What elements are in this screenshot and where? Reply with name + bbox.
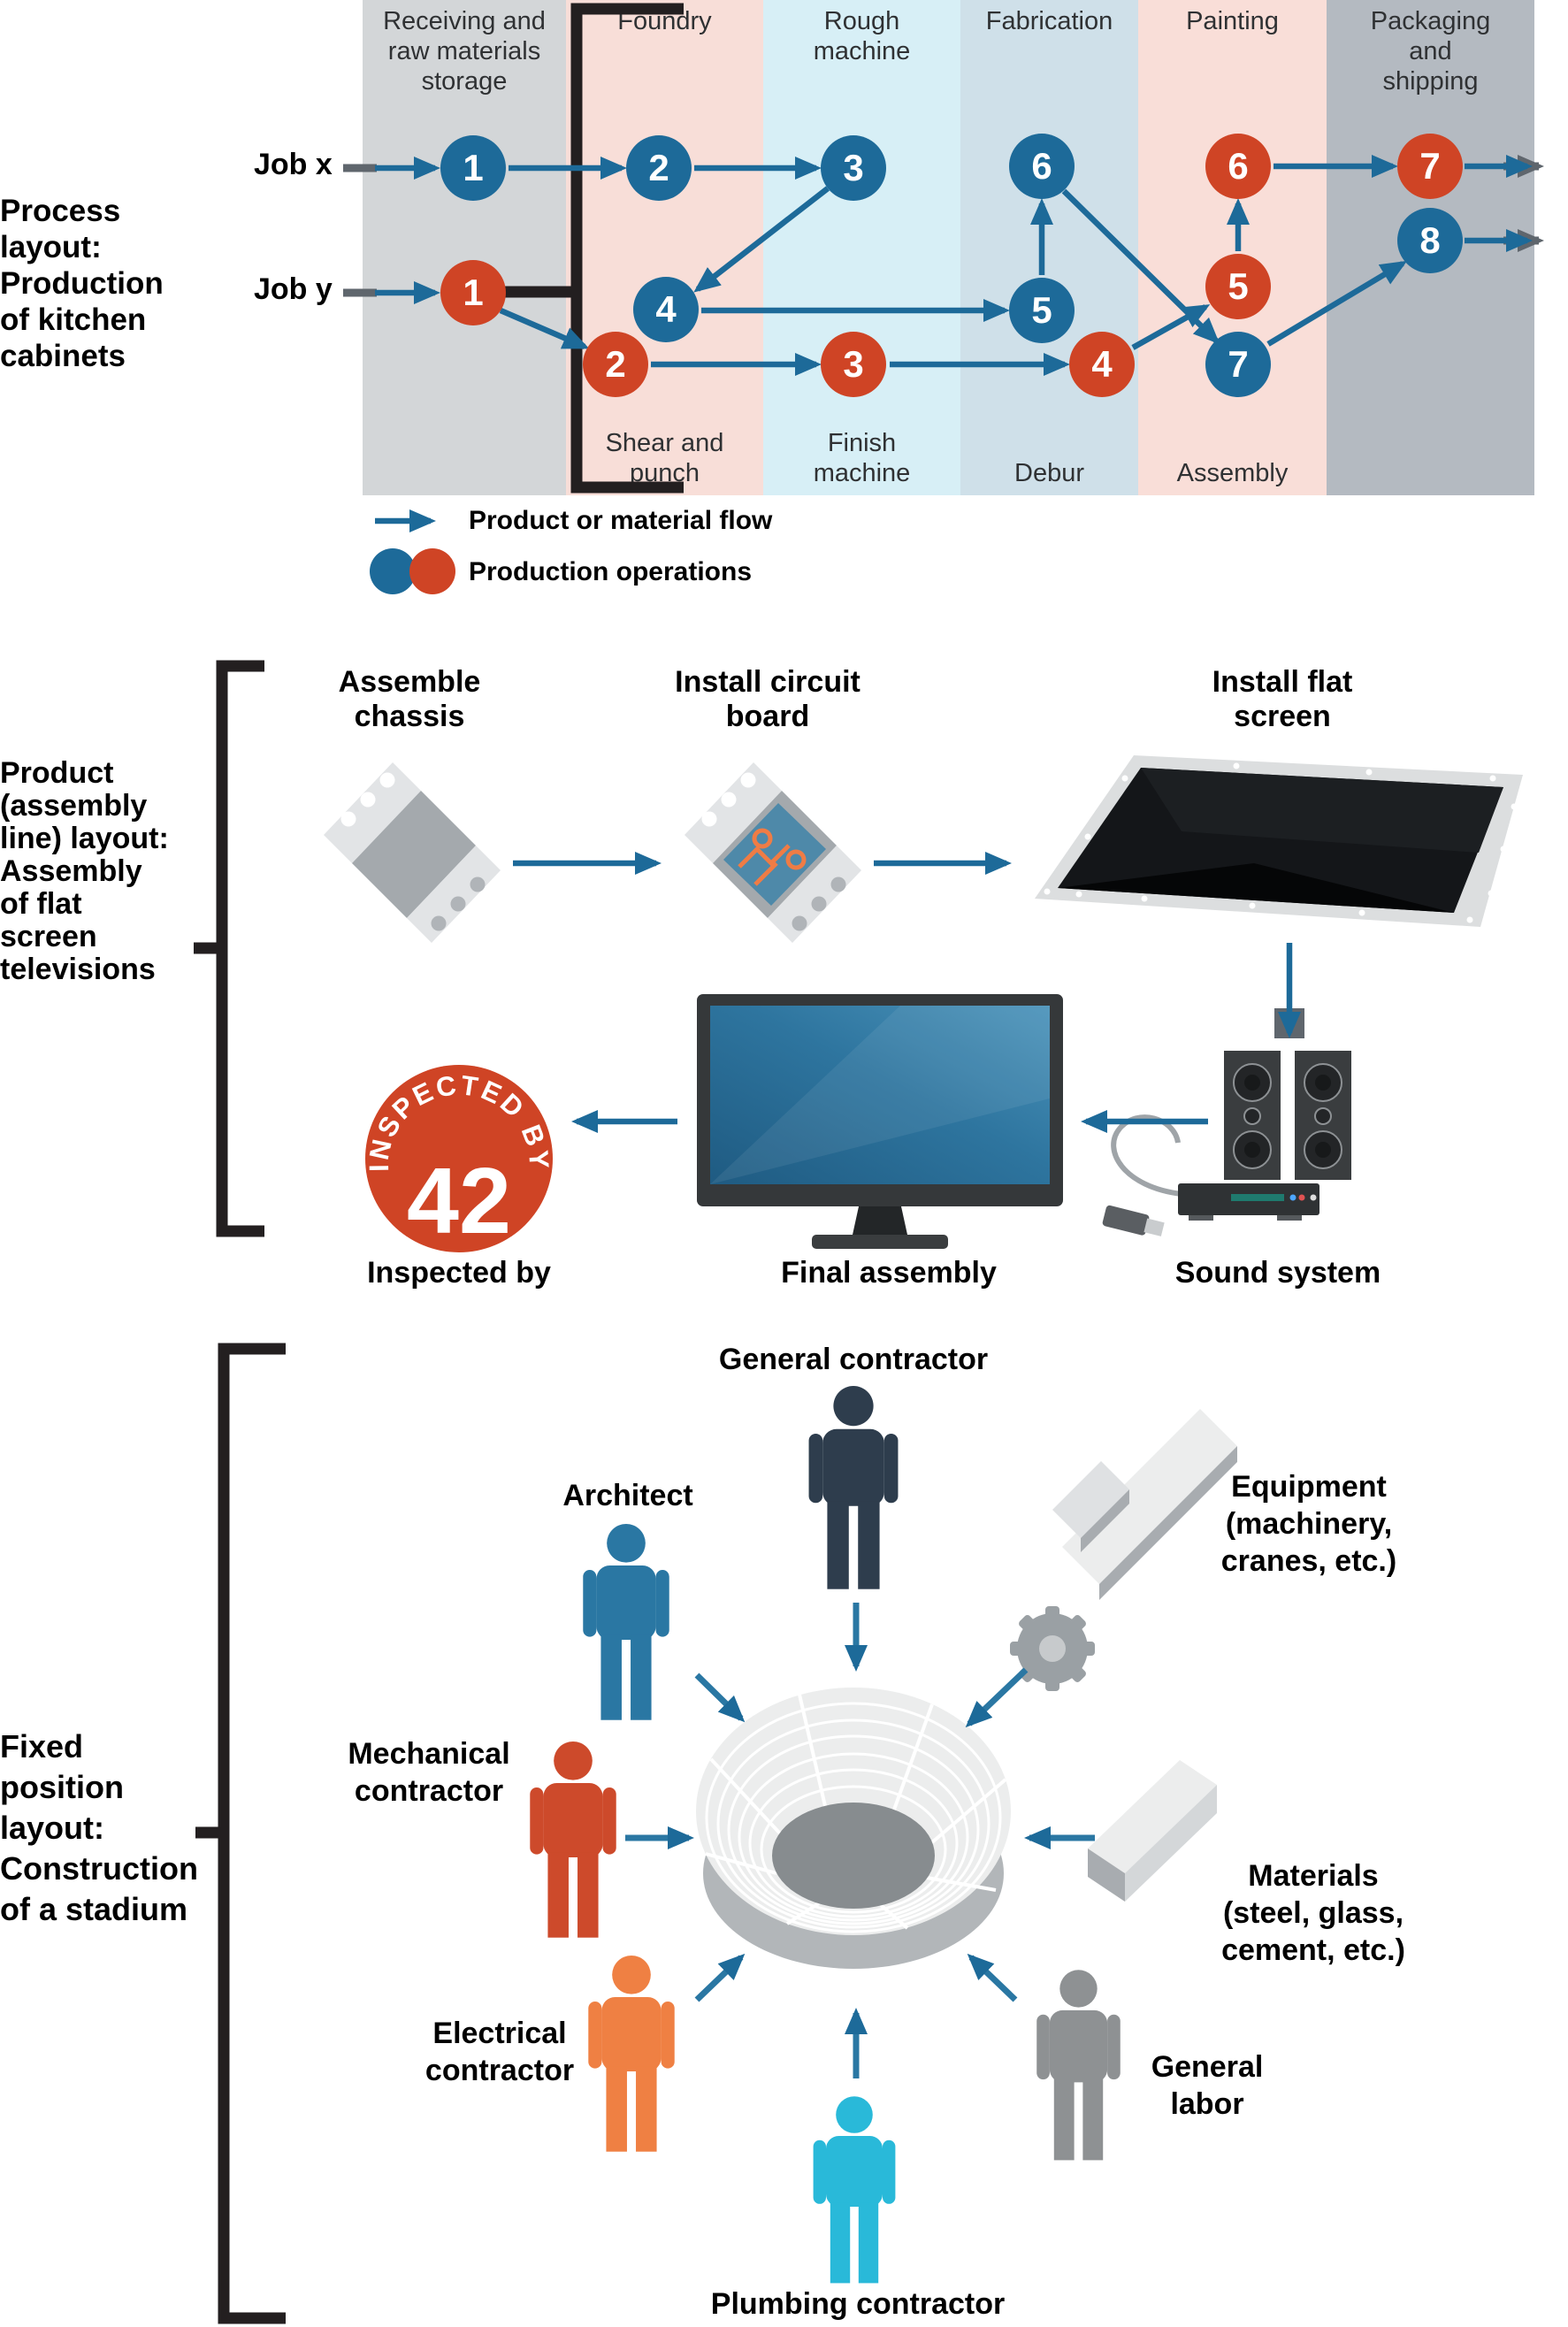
- flat-screen-illustration: [1035, 755, 1523, 927]
- department-top-label: Fabrication: [985, 7, 1113, 35]
- plumbing-contractor-label: Plumbing contractor: [710, 2287, 1006, 2321]
- electrical-contractor-label: Electrical contractor: [425, 2017, 575, 2087]
- step-final-assembly-label: Final assembly: [781, 1256, 997, 1290]
- job-y-node-1: 1: [440, 260, 506, 325]
- job-x-node-6: 6: [1009, 134, 1075, 199]
- inspected-by-sticker: INSPECTED BY 42: [363, 1065, 553, 1253]
- monitor-illustration: [697, 994, 1063, 1249]
- step-assemble-chassis-label: Assemble chassis: [338, 665, 481, 733]
- job-x-label: Job x: [254, 148, 333, 181]
- job-x-node-1: 1: [440, 135, 506, 201]
- equipment-label: Equipment (machinery, cranes, etc.): [1220, 1470, 1397, 1578]
- legend-flow-label: Product or material flow: [469, 506, 773, 535]
- circuit-board-illustration: [685, 762, 861, 943]
- architect-label: Architect: [562, 1479, 693, 1512]
- general-contractor-figure: [776, 1380, 930, 1594]
- legend-operation-dot-blue: [370, 548, 416, 594]
- legend-operations-label: Production operations: [469, 557, 753, 586]
- legend-operation-dot-red: [409, 548, 455, 594]
- department-band: Receiving and raw materials storage Foun…: [363, 0, 1534, 495]
- department-bottom-label: Shear and punch: [605, 429, 724, 487]
- materials-illustration: [1088, 1760, 1217, 1902]
- sound-system-illustration: [1102, 1051, 1351, 1236]
- architect-figure: [552, 1518, 700, 1725]
- job-x-node-5: 5: [1009, 278, 1075, 343]
- job-x-node-2: 2: [626, 135, 692, 201]
- department-bottom-label: Finish machine: [813, 429, 911, 487]
- chassis-illustration: [324, 762, 501, 943]
- step-sound-system-label: Sound system: [1174, 1256, 1381, 1290]
- department-top-label: Foundry: [617, 7, 712, 35]
- department-foundry: Foundry Shear and punch: [566, 0, 763, 495]
- job-x-node-4: 4: [633, 277, 699, 342]
- department-top-label: Rough machine: [813, 7, 911, 65]
- step-inspected-by-label: Inspected by: [367, 1256, 551, 1290]
- department-top-label: Packaging and shipping: [1370, 7, 1491, 96]
- general-labor-label: General labor: [1151, 2050, 1264, 2121]
- equipment-illustration: [1010, 1409, 1237, 1691]
- materials-label: Materials (steel, glass, cement, etc.): [1221, 1859, 1405, 1967]
- department-bottom-label: Debur: [1014, 459, 1084, 487]
- department-top-label: Receiving and raw materials storage: [383, 7, 546, 96]
- step-install-circuit-board-label: Install circuit board: [675, 665, 860, 733]
- job-y-node-6: 6: [1205, 134, 1271, 199]
- job-x-node-7: 7: [1205, 332, 1271, 397]
- job-y-node-3: 3: [821, 332, 886, 397]
- department-fabrication: Fabrication Debur: [960, 0, 1138, 495]
- job-x-node-8: 8: [1397, 208, 1463, 273]
- stadium-illustration: [696, 1688, 1011, 1969]
- job-y-label: Job y: [254, 272, 333, 306]
- department-top-label: Painting: [1186, 7, 1279, 35]
- department-rough-machine: Rough machine Finish machine: [763, 0, 960, 495]
- plumbing-contractor-figure: [784, 2091, 925, 2287]
- mechanical-contractor-label: Mechanical contractor: [348, 1737, 510, 1808]
- job-y-node-4: 4: [1069, 332, 1135, 397]
- job-y-node-5: 5: [1205, 254, 1271, 319]
- section3-side-label: Fixed position layout: Construction of a…: [0, 1728, 198, 1927]
- department-packaging: Packaging and shipping: [1327, 0, 1534, 495]
- step-install-flat-screen-label: Install flat screen: [1212, 665, 1353, 733]
- job-x-node-3: 3: [821, 135, 886, 201]
- job-y-node-2: 2: [583, 332, 648, 397]
- section1-side-label: Process layout: Production of kitchen ca…: [0, 194, 164, 373]
- department-painting: Painting Assembly: [1138, 0, 1327, 495]
- department-bottom-label: Assembly: [1176, 459, 1289, 487]
- sticker-number: 42: [407, 1149, 511, 1253]
- section2-side-label: Product (assembly line) layout: Assembly…: [0, 756, 169, 986]
- job-y-node-7: 7: [1397, 134, 1463, 199]
- department-receiving: Receiving and raw materials storage: [363, 0, 566, 495]
- general-contractor-label: General contractor: [718, 1343, 989, 1376]
